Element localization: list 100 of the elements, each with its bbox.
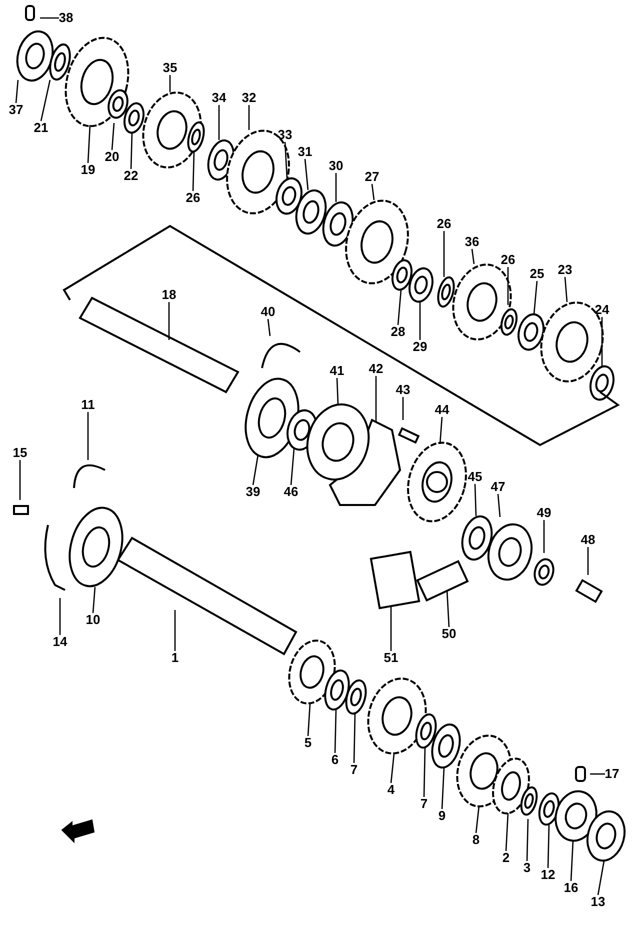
leader-line [307,704,311,736]
callout-number: 18 [162,288,176,302]
callout-number: 31 [298,145,312,159]
callout-number: 26 [186,191,200,205]
leader-line [59,598,61,635]
leader-line [543,520,545,553]
leader-line [168,302,170,340]
leader-line [547,824,550,868]
callout-number: 30 [328,159,344,173]
callout-number: 37 [8,103,24,117]
callout-number: 32 [242,91,256,105]
leader-line [390,754,395,784]
callout-number: 33 [278,128,292,142]
callout-number: 48 [580,533,596,547]
leader-line [174,610,176,651]
callout-number: 14 [52,635,68,649]
callout-number: 11 [81,398,95,412]
leader-line [336,378,339,404]
callout-number: 16 [564,881,578,895]
callout-number: 9 [438,809,446,823]
callout-number: 20 [104,150,120,164]
leader-line [130,132,133,170]
leader-line [40,80,51,122]
leader-line [402,397,404,420]
callout-number: 10 [86,613,100,627]
leader-line [423,748,426,798]
leader-line [471,248,475,264]
leader-line [371,184,375,200]
callout-number: 7 [420,797,428,811]
leader-line [587,547,589,575]
leader-line [497,494,501,518]
leader-line [40,17,59,19]
callout-number: 36 [464,235,480,249]
callout-number: 4 [387,783,395,797]
leader-line [475,806,480,834]
leader-line [218,105,220,140]
leader-line [439,416,443,444]
leader-line [601,317,603,366]
leader-line [570,840,574,882]
leader-line [87,124,91,164]
leader-line [111,122,115,150]
callout-number: 47 [490,480,506,494]
leader-line [304,158,309,190]
leader-line [248,105,250,130]
callout-number: 44 [434,403,450,417]
leader-line [505,812,509,852]
callout-number: 46 [284,485,298,499]
leader-line [290,448,295,486]
callout-number: 38 [58,11,74,25]
callout-number: 25 [530,267,544,281]
leader-line [252,454,259,486]
leader-line [390,606,392,651]
leader-line [267,318,271,336]
leader-line [375,376,377,422]
callout-number: 7 [350,763,358,777]
leader-line [334,710,337,754]
callout-number: 39 [246,485,260,499]
callout-number: 2 [502,851,510,865]
callout-number: 13 [590,895,606,909]
callout-number: 50 [442,627,456,641]
callout-number: 29 [412,340,428,354]
callout-number: 3 [523,861,531,875]
callout-number: 15 [12,446,28,460]
callout-number: 40 [260,305,276,319]
leader-line [15,80,19,104]
callout-number: 43 [396,383,410,397]
callout-number: 17 [604,767,620,781]
callout-number: 27 [364,170,380,184]
callout-number: 22 [124,169,138,183]
leader-line [284,142,288,178]
leader-line [192,152,195,192]
leader-line [441,768,445,810]
leader-line [564,276,568,302]
callout-number: 49 [536,506,552,520]
callout-number: 23 [558,263,572,277]
callout-number: 26 [500,253,516,267]
callout-number: 35 [162,61,178,75]
callout-number: 5 [304,736,312,750]
leader-line [533,280,538,314]
callout-number: 19 [80,163,96,177]
leader-line [597,860,605,896]
callout-number: 41 [330,364,344,378]
leader-line [335,173,337,202]
leader-line [507,267,509,305]
leader-line [169,75,171,92]
callout-number: 12 [540,868,556,882]
leader-line [443,231,445,277]
callout-number: 51 [384,651,398,665]
leader-line [474,484,477,516]
callout-number: 28 [390,325,406,339]
leader-line [446,590,450,628]
leader-line [590,773,605,775]
leader-line [397,290,402,326]
leader-line [92,586,96,614]
callout-number: 8 [472,833,480,847]
leader-line [419,302,421,340]
leader-line [19,460,21,500]
leader-line [353,714,356,764]
callout-number: 45 [468,470,482,484]
callout-number: 34 [212,91,226,105]
